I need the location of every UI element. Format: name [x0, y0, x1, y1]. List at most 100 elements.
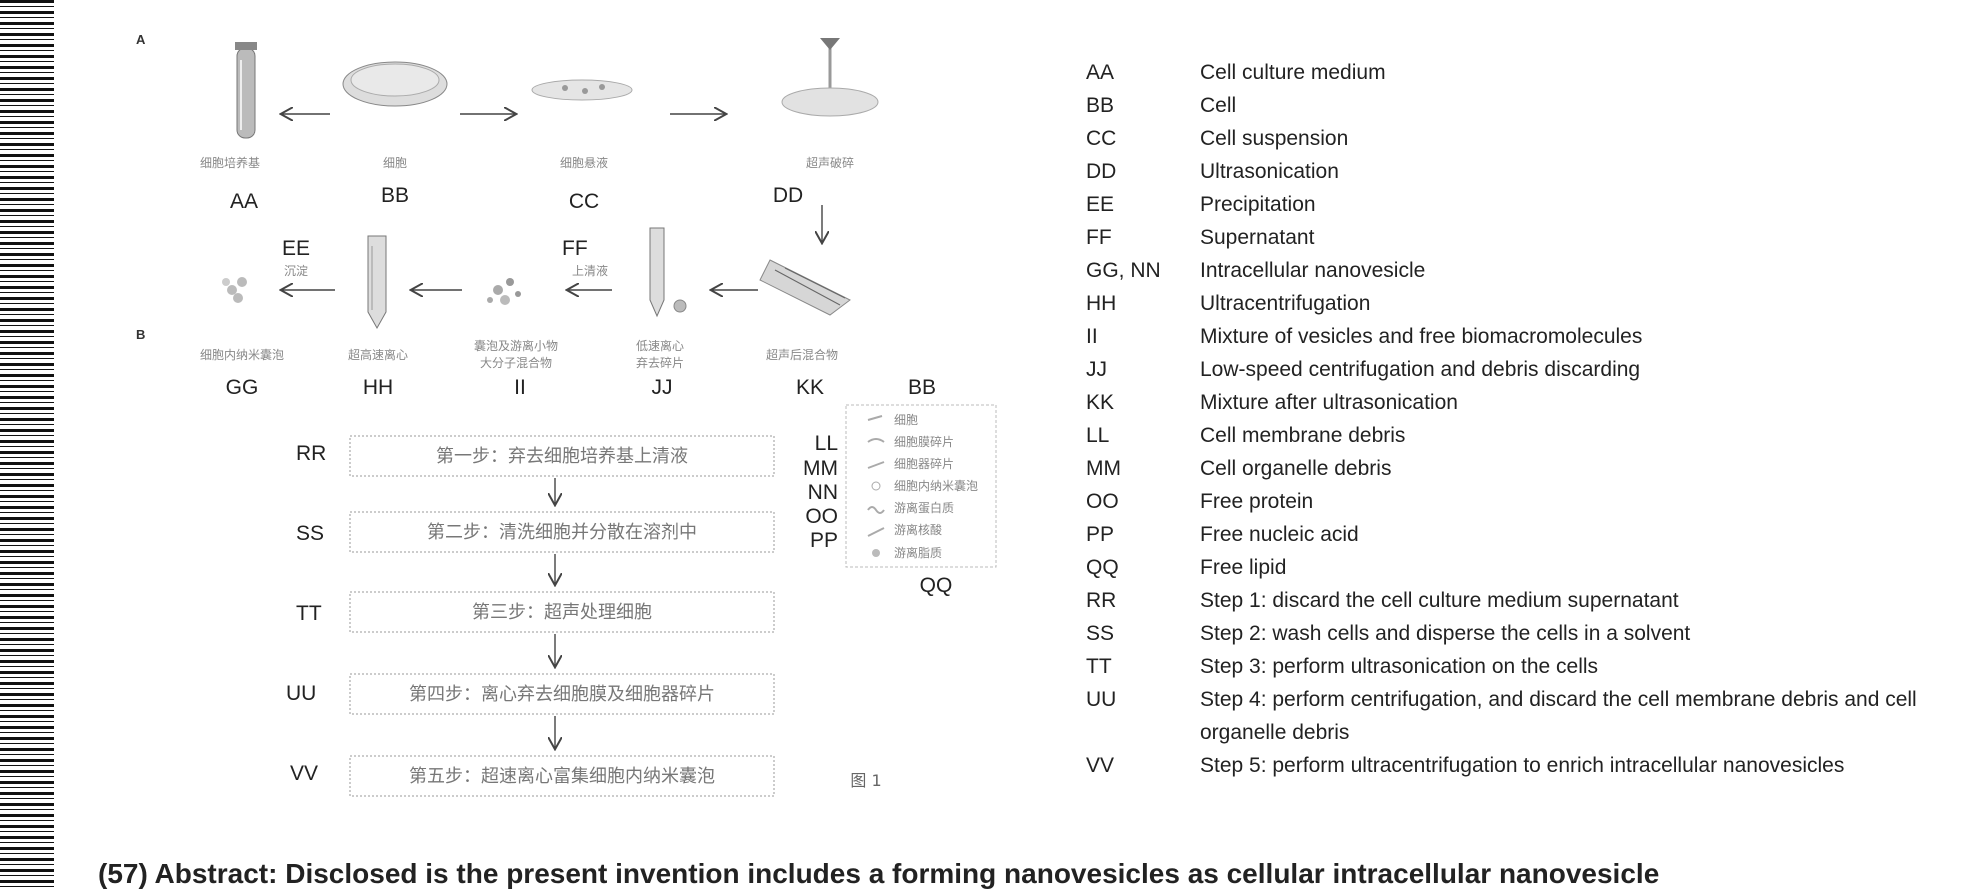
- legend-row: SSStep 2: wash cells and disperse the ce…: [1086, 617, 1966, 650]
- node-jj-zh-line1: 低速离心: [636, 338, 684, 353]
- legend-code: SS: [1086, 617, 1200, 650]
- inset-title: BB: [908, 376, 936, 399]
- legend-list: AACell culture mediumBBCellCCCell suspen…: [1086, 56, 1966, 782]
- legend-description: Cell membrane debris: [1200, 419, 1966, 452]
- legend-code: KK: [1086, 386, 1200, 419]
- legend-description: Mixture of vesicles and free biomacromol…: [1200, 320, 1966, 353]
- arrow-label-ff-zh: 上清液: [572, 263, 608, 278]
- legend-row: EEPrecipitation: [1086, 188, 1966, 221]
- culture-tube-icon: [235, 42, 257, 138]
- legend-description: Ultrasonication: [1200, 155, 1966, 188]
- svg-text:UU: UU: [286, 682, 316, 705]
- node-kk-code: KK: [796, 376, 824, 399]
- legend-row: OOFree protein: [1086, 485, 1966, 518]
- legend-description: Step 2: wash cells and disperse the cell…: [1200, 617, 1966, 650]
- ultrasonicator-icon: [782, 38, 878, 116]
- legend-row: CCCell suspension: [1086, 122, 1966, 155]
- node-aa-code: AA: [230, 190, 258, 213]
- legend-row: KKMixture after ultrasonication: [1086, 386, 1966, 419]
- svg-text:MM: MM: [803, 457, 838, 480]
- node-dd-code: DD: [773, 184, 803, 207]
- legend-row: UUStep 4: perform centrifugation, and di…: [1086, 683, 1966, 749]
- legend-description: Free protein: [1200, 485, 1966, 518]
- svg-text:TT: TT: [296, 602, 322, 625]
- legend-description: Step 4: perform centrifugation, and disc…: [1200, 683, 1966, 749]
- node-bb-code: BB: [381, 184, 409, 207]
- node-cc-code: CC: [569, 190, 599, 213]
- node-ii-zh-line2: 大分子混合物: [480, 355, 552, 370]
- legend-description: Cell suspension: [1200, 122, 1966, 155]
- nanovesicle-icon: [222, 277, 247, 303]
- legend-description: Supernatant: [1200, 221, 1966, 254]
- node-gg-zh: 细胞内纳米囊泡: [200, 347, 284, 362]
- legend-row: RRStep 1: discard the cell culture mediu…: [1086, 584, 1966, 617]
- svg-text:SS: SS: [296, 522, 324, 545]
- legend-description: Step 5: perform ultracentrifugation to e…: [1200, 749, 1966, 782]
- petri-dish-icon: [343, 62, 447, 106]
- node-dd-zh: 超声破碎: [806, 155, 854, 170]
- legend-code: GG, NN: [1086, 254, 1200, 287]
- svg-text:第一步：弃去细胞培养基上清液: 第一步：弃去细胞培养基上清液: [436, 446, 688, 467]
- svg-text:细胞内纳米囊泡: 细胞内纳米囊泡: [894, 478, 978, 493]
- legend-code: CC: [1086, 122, 1200, 155]
- svg-text:PP: PP: [810, 529, 838, 552]
- svg-text:游离核酸: 游离核酸: [894, 522, 942, 537]
- legend-row: TTStep 3: perform ultrasonication on the…: [1086, 650, 1966, 683]
- legend-code: RR: [1086, 584, 1200, 617]
- legend-description: Free nucleic acid: [1200, 518, 1966, 551]
- legend-row: QQFree lipid: [1086, 551, 1966, 584]
- arrow-label-ee-zh: 沉淀: [284, 264, 308, 278]
- legend-code: OO: [1086, 485, 1200, 518]
- node-hh-zh: 超高速离心: [348, 347, 408, 362]
- legend-row: DDUltrasonication: [1086, 155, 1966, 188]
- legend-row: GG, NNIntracellular nanovesicle: [1086, 254, 1966, 287]
- legend-row: FFSupernatant: [1086, 221, 1966, 254]
- node-hh-code: HH: [363, 376, 393, 399]
- node-aa-zh: 细胞培养基: [200, 155, 260, 170]
- node-ii-code: II: [514, 376, 526, 399]
- node-jj-zh-line2: 弃去碎片: [636, 355, 684, 370]
- legend-code: TT: [1086, 650, 1200, 683]
- step-2: SS 第二步：清洗细胞并分散在溶剂中: [296, 512, 774, 552]
- legend-row: IIMixture of vesicles and free biomacrom…: [1086, 320, 1966, 353]
- ultracentrifuge-tube-icon: [368, 236, 386, 328]
- process-diagram: 细胞培养基 AA 细胞 BB 细胞悬液 CC 超声破碎 DD EE 沉淀 FF …: [0, 0, 1080, 890]
- legend-row: BBCell: [1086, 89, 1966, 122]
- step-5: VV 第五步：超速离心富集细胞内纳米囊泡: [290, 756, 774, 796]
- svg-text:VV: VV: [290, 762, 318, 785]
- legend-code: UU: [1086, 683, 1200, 749]
- legend-description: Step 3: perform ultrasonication on the c…: [1200, 650, 1966, 683]
- svg-text:细胞膜碎片: 细胞膜碎片: [894, 434, 954, 449]
- step-1: RR 第一步：弃去细胞培养基上清液: [296, 436, 774, 476]
- legend-code: FF: [1086, 221, 1200, 254]
- svg-text:细胞: 细胞: [894, 413, 918, 427]
- legend-row: JJLow-speed centrifugation and debris di…: [1086, 353, 1966, 386]
- legend-description: Intracellular nanovesicle: [1200, 254, 1966, 287]
- legend-description: Step 1: discard the cell culture medium …: [1200, 584, 1966, 617]
- legend-code: VV: [1086, 749, 1200, 782]
- svg-text:RR: RR: [296, 442, 326, 465]
- svg-text:NN: NN: [808, 481, 838, 504]
- legend-row: PPFree nucleic acid: [1086, 518, 1966, 551]
- arrow-label-ee: EE: [282, 237, 310, 260]
- svg-text:游离蛋白质: 游离蛋白质: [894, 500, 954, 515]
- node-ii-zh-line1: 囊泡及游离小物: [474, 338, 558, 353]
- legend-row: VVStep 5: perform ultracentrifugation to…: [1086, 749, 1966, 782]
- node-jj-code: JJ: [652, 376, 673, 399]
- legend-code: DD: [1086, 155, 1200, 188]
- step-3: TT 第三步：超声处理细胞: [296, 592, 774, 632]
- legend-row: HHUltracentrifugation: [1086, 287, 1966, 320]
- legend-description: Cell: [1200, 89, 1966, 122]
- legend-description: Ultracentrifugation: [1200, 287, 1966, 320]
- legend-code: MM: [1086, 452, 1200, 485]
- legend-row: MMCell organelle debris: [1086, 452, 1966, 485]
- legend-code: JJ: [1086, 353, 1200, 386]
- legend-description: Cell culture medium: [1200, 56, 1966, 89]
- legend-code: LL: [1086, 419, 1200, 452]
- svg-text:第四步：离心弃去细胞膜及细胞器碎片: 第四步：离心弃去细胞膜及细胞器碎片: [409, 684, 715, 705]
- legend-code: AA: [1086, 56, 1200, 89]
- abstract-text: (57) Abstract: Disclosed is the present …: [98, 858, 1659, 890]
- svg-text:细胞器碎片: 细胞器碎片: [894, 456, 954, 471]
- svg-text:LL: LL: [815, 432, 838, 455]
- legend-description: Precipitation: [1200, 188, 1966, 221]
